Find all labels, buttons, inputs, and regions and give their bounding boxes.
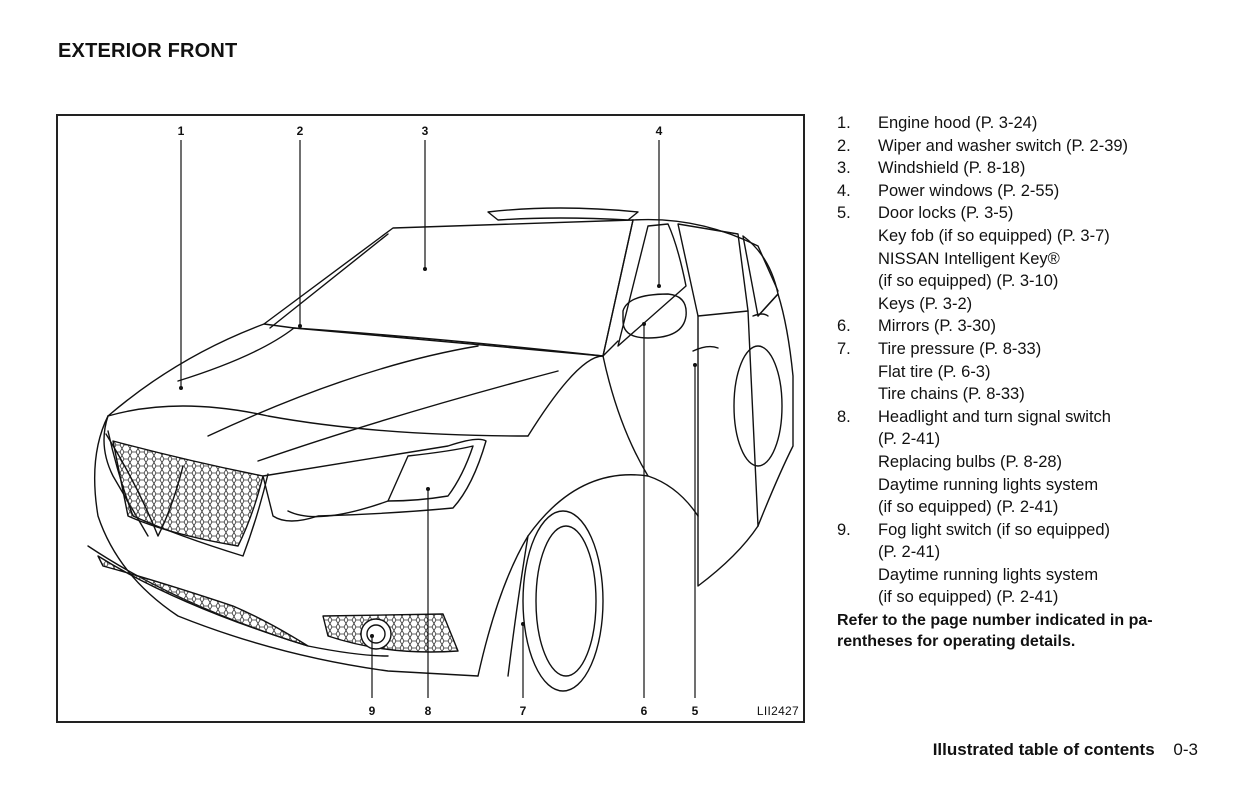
callout-2: 2 (296, 124, 304, 138)
legend-line: Engine hood (P. 3-24) (878, 114, 1038, 132)
callout-9: 9 (368, 704, 376, 718)
legend-line: NISSAN Intelligent Key® (878, 249, 1060, 268)
callout-1: 1 (177, 124, 185, 138)
side-mirror (622, 293, 687, 339)
page-footer: Illustrated table of contents 0-3 (933, 740, 1198, 760)
legend-line: Wiper and washer switch (P. 2-39) (878, 136, 1129, 155)
legend-number: 9. (837, 520, 851, 539)
callout-4: 4 (655, 124, 663, 138)
legend-line: (if so equipped) (P. 2-41) (878, 498, 1059, 517)
footer-section-title: Illustrated table of contents (932, 740, 1155, 759)
legend-text: Tire pressure (P. 8-33) Flat tire (P. 6-… (878, 338, 1217, 406)
legend-line: Windshield (P. 8-18) (878, 159, 1026, 178)
legend-item-8: 8. Headlight and turn signal switch (P. … (837, 406, 1217, 519)
callout-8: 8 (424, 704, 432, 718)
legend-number: 6. (837, 317, 851, 336)
legend-note-line: Refer to the page number indicated in pa… (837, 612, 1153, 630)
legend-line: Door locks (P. 3-5) (878, 204, 1014, 223)
legend-line: Mirrors (P. 3-30) (878, 317, 996, 336)
legend-line: (if so equipped) (P. 2-41) (878, 588, 1059, 607)
legend-number: 4. (837, 181, 851, 200)
rear-tire (733, 345, 783, 467)
legend-text: Headlight and turn signal switch (P. 2-4… (878, 406, 1217, 519)
front-grille (112, 440, 264, 547)
legend-note-line: rentheses for operating details. (837, 633, 1076, 651)
car-illustration (87, 140, 794, 698)
legend-line: Key fob (if so equipped) (P. 3-7) (878, 226, 1110, 245)
legend-number: 8. (837, 407, 851, 426)
front-tire (522, 510, 604, 692)
legend-number: 2. (837, 136, 851, 155)
exterior-front-figure: 1 2 3 4 5 6 7 8 9 LII2427 (56, 114, 805, 723)
callout-3: 3 (421, 124, 429, 138)
figure-code: LII2427 (756, 704, 799, 718)
legend-item-1: 1. Engine hood (P. 3-24) (837, 112, 1217, 135)
legend-text: Fog light switch (if so equipped) (P. 2-… (878, 519, 1217, 609)
legend-text: Windshield (P. 8-18) (878, 157, 1217, 180)
legend-item-2: 2. Wiper and washer switch (P. 2-39) (837, 135, 1217, 158)
legend-line: (P. 2-41) (878, 430, 941, 449)
legend-item-9: 9. Fog light switch (if so equipped) (P.… (837, 519, 1217, 609)
legend-number: 5. (837, 204, 851, 223)
legend-line: Power windows (P. 2-55) (878, 181, 1060, 200)
legend-number: 7. (837, 339, 851, 358)
legend-line: Flat tire (P. 6-3) (878, 362, 991, 381)
legend-line: Daytime running lights system (878, 475, 1099, 494)
legend-number: 3. (837, 159, 851, 178)
engine-hood (107, 323, 529, 437)
callout-7: 7 (519, 704, 527, 718)
legend-text: Wiper and washer switch (P. 2-39) (878, 135, 1217, 158)
legend-line: (P. 2-41) (878, 543, 941, 562)
legend-number: 1. (837, 114, 851, 132)
callout-6: 6 (640, 704, 648, 718)
legend-line: Tire chains (P. 8-33) (878, 385, 1025, 404)
legend-line: Replacing bulbs (P. 8-28) (878, 452, 1063, 471)
fog-lamp (360, 618, 392, 650)
legend-line: Daytime running lights system (878, 565, 1099, 584)
headlight (262, 438, 487, 522)
legend-text: Mirrors (P. 3-30) (878, 315, 1217, 338)
legend-line: Fog light switch (if so equipped) (878, 520, 1111, 539)
legend-item-7: 7. Tire pressure (P. 8-33) Flat tire (P.… (837, 338, 1217, 406)
legend-line: (if so equipped) (P. 3-10) (878, 272, 1059, 291)
legend-list: 1. Engine hood (P. 3-24) 2. Wiper and wa… (837, 112, 1217, 652)
legend-line: Tire pressure (P. 8-33) (878, 339, 1042, 358)
legend-text: Power windows (P. 2-55) (878, 180, 1217, 203)
legend-item-4: 4. Power windows (P. 2-55) (837, 180, 1217, 203)
page-number: 0-3 (1173, 740, 1198, 759)
door-handle (692, 345, 719, 352)
legend-text: Engine hood (P. 3-24) (878, 112, 1217, 135)
callout-5: 5 (691, 704, 699, 718)
legend-line: Keys (P. 3-2) (878, 294, 973, 313)
page-title: EXTERIOR FRONT (58, 40, 238, 62)
legend-item-6: 6. Mirrors (P. 3-30) (837, 315, 1217, 338)
legend-text: Door locks (P. 3-5) Key fob (if so equip… (878, 202, 1217, 315)
legend-line: Headlight and turn signal switch (878, 407, 1111, 426)
lower-grille (97, 555, 309, 647)
legend-item-5: 5. Door locks (P. 3-5) Key fob (if so eq… (837, 202, 1217, 315)
legend-item-3: 3. Windshield (P. 8-18) (837, 157, 1217, 180)
legend-note: Refer to the page number indicated in pa… (837, 610, 1217, 652)
